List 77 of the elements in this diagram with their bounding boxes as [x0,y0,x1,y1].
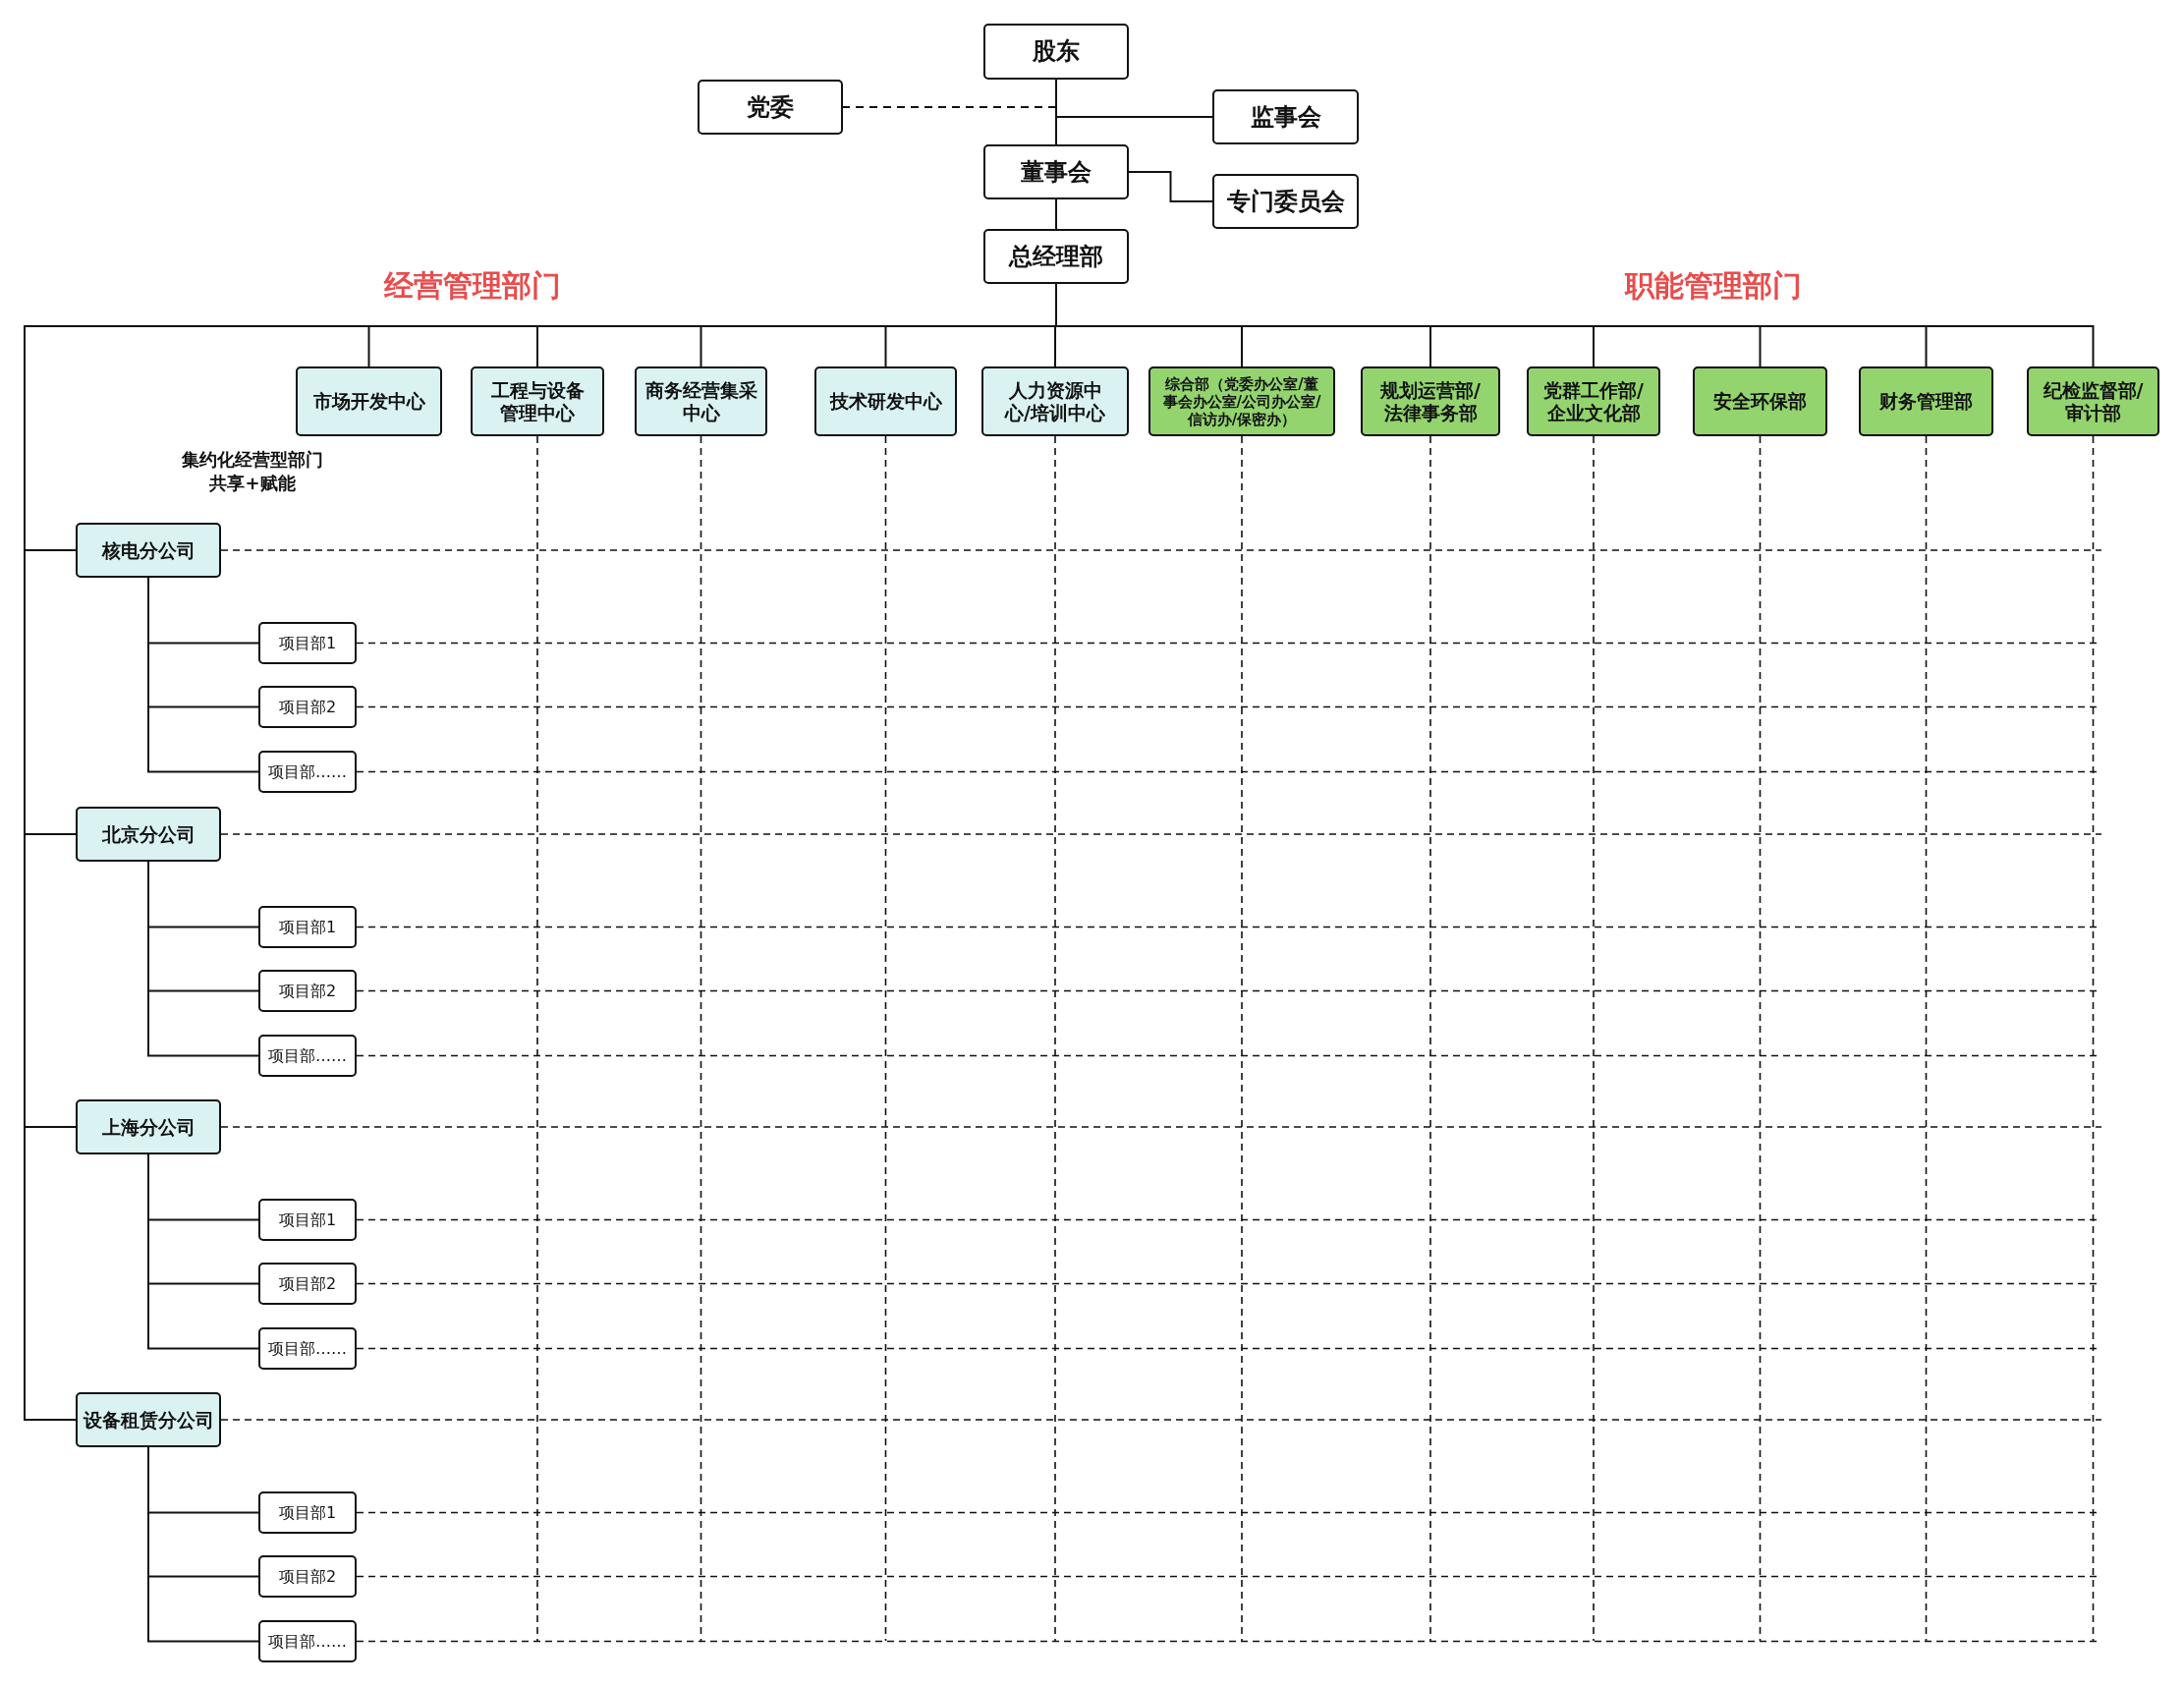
project-name: 项目部…… [268,1631,347,1652]
branch-name: 核电分公司 [101,538,196,562]
connector-line [1128,171,1213,202]
connector-line [147,1446,259,1643]
connector-line [147,861,259,1057]
org-unit-box [1212,174,1359,229]
department-box [1527,366,1660,436]
department-name: 党群工作部/企业文化部 [1542,378,1645,424]
org-unit-box [983,144,1129,199]
project-box [258,751,357,793]
department-name: 技术研发中心 [829,390,942,413]
project-name: 项目部2 [278,697,337,717]
unit-name: 总经理部 [1009,242,1103,271]
department-box [296,366,442,436]
branch-company-box [76,1392,221,1447]
connector-line [1055,198,1057,230]
department-name: 工程与设备管理中心 [489,378,586,424]
project-name: 项目部2 [278,1566,337,1587]
section-heading: 经营管理部门 [384,268,561,304]
org-unit-box [698,80,843,135]
department-name: 纪检监督部/审计部 [2042,378,2145,424]
department-box [635,366,767,436]
project-box [258,970,357,1012]
department-box [1693,366,1827,436]
project-name: 项目部2 [278,981,337,1001]
org-unit-box [983,24,1129,80]
project-box [258,1327,357,1370]
department-box [1859,366,1993,436]
department-box [814,366,957,436]
connector-line [147,1153,259,1350]
project-name: 项目部…… [268,761,347,782]
project-box [258,1620,357,1662]
project-box [258,686,357,728]
note-text: 共享+赋能 [209,473,296,494]
project-name: 项目部…… [268,1045,347,1066]
project-box [258,622,357,664]
project-name: 项目部1 [278,1502,337,1523]
project-box [258,1555,357,1598]
connector-line [147,577,259,773]
branch-company-box [76,523,221,578]
department-name: 市场开发中心 [312,390,425,413]
branch-company-box [76,1099,221,1154]
department-box [2027,366,2159,436]
unit-name: 专门委员会 [1226,187,1345,216]
connector-line [1055,79,1213,118]
department-name: 安全环保部 [1713,390,1807,413]
org-unit-box [1212,89,1359,144]
unit-name: 党委 [747,92,794,122]
department-name: 商务经营集采中心 [644,378,758,424]
branch-name: 北京分公司 [101,822,196,846]
project-name: 项目部2 [278,1273,337,1294]
branch-name: 设备租赁分公司 [83,1408,214,1432]
unit-name: 董事会 [1021,157,1092,187]
section-heading: 职能管理部门 [1625,268,1802,304]
unit-name: 股东 [1033,37,1080,66]
project-box [258,1263,357,1305]
org-unit-box [983,229,1129,284]
project-name: 项目部1 [278,917,337,937]
project-box [258,1199,357,1241]
department-name: 规划运营部/法律事务部 [1379,378,1482,424]
department-box [981,366,1129,436]
project-box [258,1491,357,1534]
department-box [471,366,604,436]
department-box [1361,366,1500,436]
department-name: 财务管理部 [1879,390,1973,413]
branch-company-box [76,807,221,862]
note-text: 集约化经营型部门 [182,449,323,471]
department-name: 人力资源中心/培训中心 [1003,378,1106,424]
department-box [1148,366,1335,436]
project-name: 项目部1 [278,633,337,653]
project-name: 项目部1 [278,1209,337,1230]
unit-name: 监事会 [1250,102,1321,132]
project-box [258,1035,357,1077]
project-name: 项目部…… [268,1338,347,1359]
branch-name: 上海分公司 [101,1115,196,1139]
project-box [258,906,357,948]
department-name: 综合部（党委办公室/董事会办公室/公司办公室/信访办/保密办） [1161,374,1322,428]
